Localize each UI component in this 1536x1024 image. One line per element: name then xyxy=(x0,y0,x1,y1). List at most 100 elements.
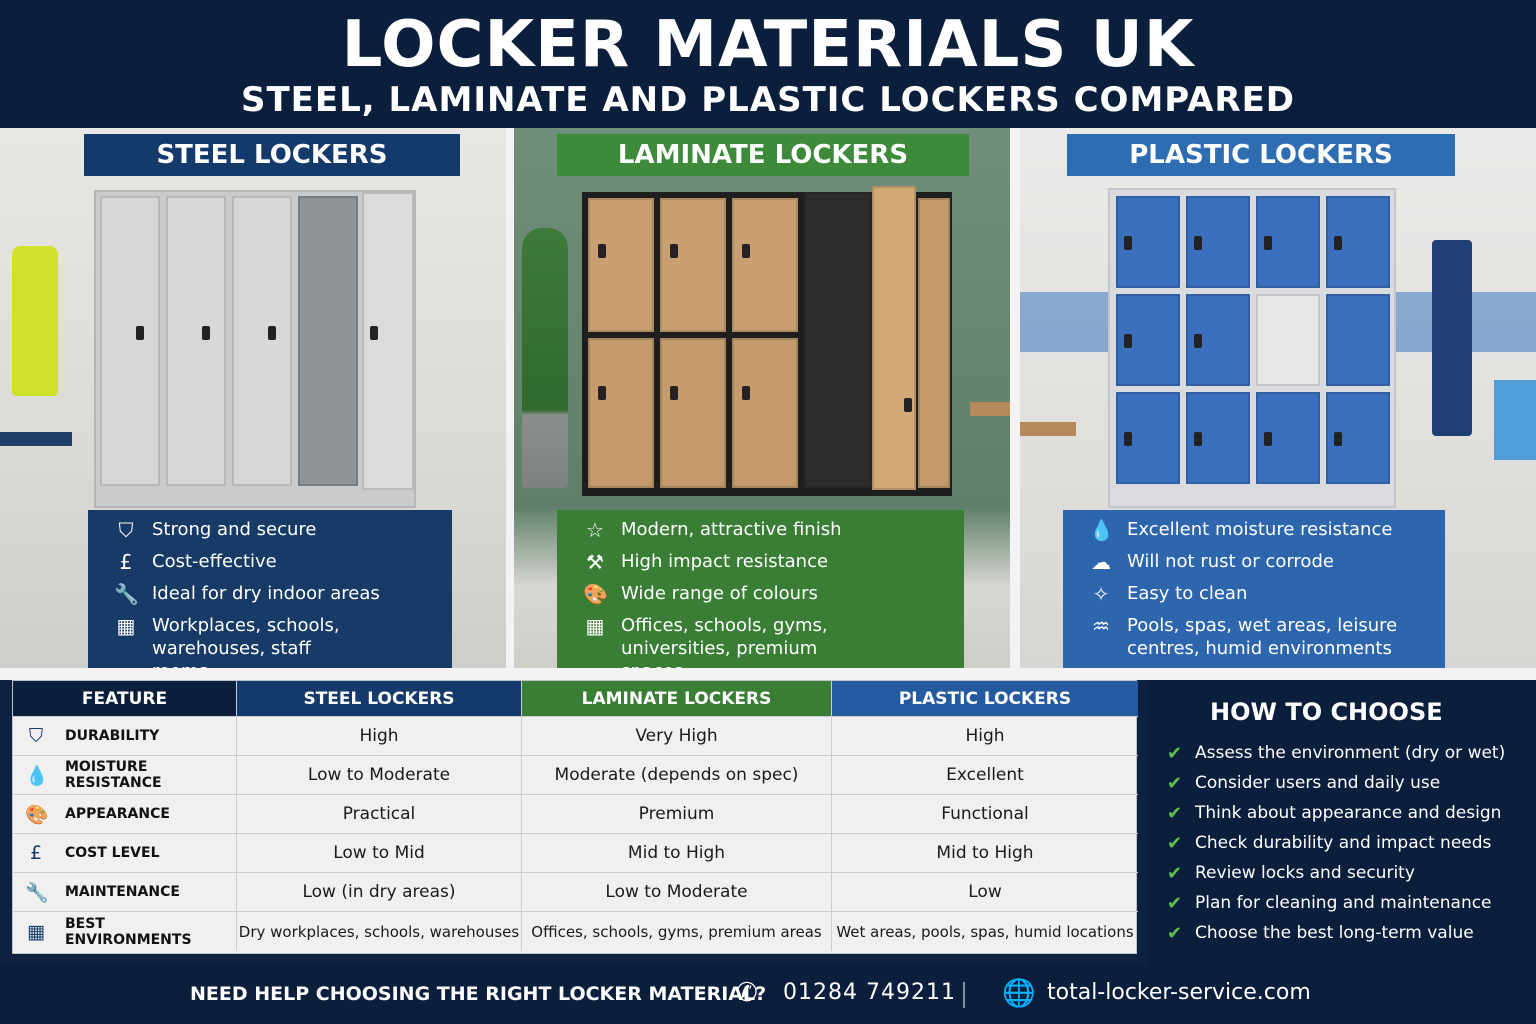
wrench-icon: 🔧 xyxy=(114,582,139,606)
plastic-value: Wet areas, pools, spas, humid locations xyxy=(836,922,1134,941)
feature-text: Modern, attractive finish xyxy=(621,519,842,540)
feature-row: 🎨 Wide range of colours xyxy=(557,582,964,606)
feature-row: ♒Pools, spas, wet areas, leisure centres… xyxy=(1063,614,1445,660)
feature-cell: £ COST LEVEL xyxy=(13,834,237,872)
list-item-text: Check durability and impact needs xyxy=(1195,833,1492,853)
table-row: £ COST LEVEL Low to Mid Mid to High Mid t… xyxy=(13,834,1138,873)
list-item-text: Consider users and daily use xyxy=(1195,773,1441,793)
plant xyxy=(522,228,568,488)
feature-text: Easy to clean xyxy=(1127,583,1248,604)
page-title: LOCKER MATERIALS UK xyxy=(341,8,1195,82)
building-icon: ▦ xyxy=(585,614,605,638)
shield-icon: ⛉ xyxy=(28,725,44,747)
steel-value: Low to Moderate xyxy=(237,756,522,794)
laminate-value: Very High xyxy=(522,717,832,755)
feature-text: Offices, schools, gyms, universities, pr… xyxy=(621,615,828,668)
list-item: ✔Choose the best long-term value xyxy=(1167,918,1505,948)
feature-row: ⛉Strong and secure xyxy=(88,518,452,542)
laminate-value: Offices, schools, gyms, premium areas xyxy=(522,912,832,951)
feature-text: High impact resistance xyxy=(621,551,829,572)
list-item: ✔Review locks and security xyxy=(1167,858,1505,888)
feature-label: COST LEVEL xyxy=(65,845,160,861)
list-item: ✔ Think about appearance and design xyxy=(1167,798,1505,828)
phone-icon[interactable]: ✆ xyxy=(736,978,758,1008)
steel-features: ⛉Strong and secure £Cost-effective 🔧Idea… xyxy=(88,510,452,668)
feature-text: Wide range of colours xyxy=(621,583,818,604)
table-header-plastic: PLASTIC LOCKERS xyxy=(832,681,1138,716)
feature-text: Excellent moisture resistance xyxy=(1127,519,1393,540)
laminate-value: Premium xyxy=(522,795,832,833)
palette-icon: 🎨 xyxy=(25,803,49,826)
footer-question: NEED HELP CHOOSING THE RIGHT LOCKER MATE… xyxy=(190,983,767,1005)
plastic-value: Mid to High xyxy=(936,843,1034,863)
laminate-value: Low to Moderate xyxy=(522,873,832,911)
steel-value: Practical xyxy=(237,795,522,833)
steel-value: Low to Mid xyxy=(237,834,522,872)
table-row: 💧MOISTURE RESISTANCE Low to Moderate Mod… xyxy=(13,756,1138,795)
feature-text: Will not rust or corrode xyxy=(1127,551,1334,572)
feature-label: DURABILITY xyxy=(65,728,160,744)
plastic-value: Low xyxy=(968,882,1002,902)
check-icon: ✔ xyxy=(1167,892,1183,914)
steel-locker-image xyxy=(94,190,416,508)
table-row: 🔧MAINTENANCE Low (in dry areas) Low to M… xyxy=(13,873,1138,912)
towel xyxy=(1432,240,1472,436)
check-icon: ✔ xyxy=(1167,772,1183,794)
feature-label: MAINTENANCE xyxy=(65,884,180,900)
pound-icon: £ xyxy=(119,550,133,574)
laminate-value: Mid to High xyxy=(522,834,832,872)
bench xyxy=(970,402,1010,416)
feature-row: ▦ Workplaces, schools, warehouses, staff … xyxy=(88,614,452,668)
feature-cell: ⛉ DURABILITY xyxy=(13,717,237,755)
globe-icon[interactable]: 🌐 xyxy=(1002,978,1036,1009)
feature-label: BEST ENVIRONMENTS xyxy=(64,915,192,948)
bench xyxy=(1020,422,1076,436)
footer: NEED HELP CHOOSING THE RIGHT LOCKER MATE… xyxy=(0,966,1536,1024)
check-icon: ✔ xyxy=(1167,742,1183,764)
list-item: ✔ Assess the environment (dry or wet) xyxy=(1167,738,1505,768)
feature-row: 🔧Ideal for dry indoor areas xyxy=(88,582,452,606)
table-row: ▦ BEST ENVIRONMENTS Dry workplaces, schoo… xyxy=(13,912,1138,951)
header: LOCKER MATERIALS UK STEEL, LAMINATE AND … xyxy=(0,0,1536,128)
laminate-panel-heading: LAMINATE LOCKERS xyxy=(557,134,969,176)
pound-icon: £ xyxy=(29,842,43,864)
droplet-icon: 💧 xyxy=(25,764,49,787)
table-row: 🎨APPEARANCE Practical Premium Functional xyxy=(13,795,1138,834)
feature-cell: 💧MOISTURE RESISTANCE xyxy=(13,756,237,794)
list-item-text: Review locks and security xyxy=(1195,863,1415,883)
check-icon: ✔ xyxy=(1167,802,1183,824)
wrench-icon: 🔧 xyxy=(25,881,49,904)
feature-text: Workplaces, schools, warehouses, staff r… xyxy=(152,615,340,668)
list-item: ✔ Consider users and daily use xyxy=(1167,768,1505,798)
steel-value: High xyxy=(237,717,522,755)
feature-row: ✧ Easy to clean xyxy=(1063,582,1445,606)
website-link[interactable]: total-locker-service.com xyxy=(1047,980,1311,1005)
steel-value: Dry workplaces, schools, warehouses xyxy=(237,912,522,951)
phone-number-link[interactable]: 01284 749211 xyxy=(783,980,956,1005)
list-item: ✔Check durability and impact needs xyxy=(1167,828,1505,858)
list-item-text: Think about appearance and design xyxy=(1195,803,1502,823)
feature-cell: 🎨APPEARANCE xyxy=(13,795,237,833)
building-icon: ▦ xyxy=(27,920,45,943)
list-item-text: Plan for cleaning and maintenance xyxy=(1195,893,1492,913)
hammer-icon: ⚒ xyxy=(586,550,604,574)
plastic-panel: PLASTIC LOCKERS 💧Excellent moisture resi… xyxy=(1020,128,1536,668)
building-icon: ▦ xyxy=(116,614,136,638)
plastic-features: 💧Excellent moisture resistance ☁Will not… xyxy=(1063,510,1445,668)
table-row: ⛉DURABILITY High Very High High xyxy=(13,717,1138,756)
section-divider xyxy=(0,668,1536,680)
cleaning-icon: ✧ xyxy=(1092,582,1110,606)
list-item-text: Assess the environment (dry or wet) xyxy=(1195,743,1506,763)
pool xyxy=(1494,380,1536,460)
hi-vis-jacket xyxy=(12,246,58,396)
shield-icon: ⛉ xyxy=(118,518,134,542)
footer-divider xyxy=(963,982,965,1008)
panel-divider xyxy=(506,128,514,668)
feature-row: ▦ Offices, schools, gyms, universities, p… xyxy=(557,614,964,668)
plastic-value: Functional xyxy=(941,804,1029,824)
how-to-choose-title: HOW TO CHOOSE xyxy=(1210,698,1443,726)
cloud-rain-icon: ☁ xyxy=(1091,550,1111,574)
how-to-choose-list: ✔ Assess the environment (dry or wet) ✔ Co… xyxy=(1167,738,1505,948)
bench xyxy=(0,432,72,446)
palette-icon: 🎨 xyxy=(583,582,608,606)
